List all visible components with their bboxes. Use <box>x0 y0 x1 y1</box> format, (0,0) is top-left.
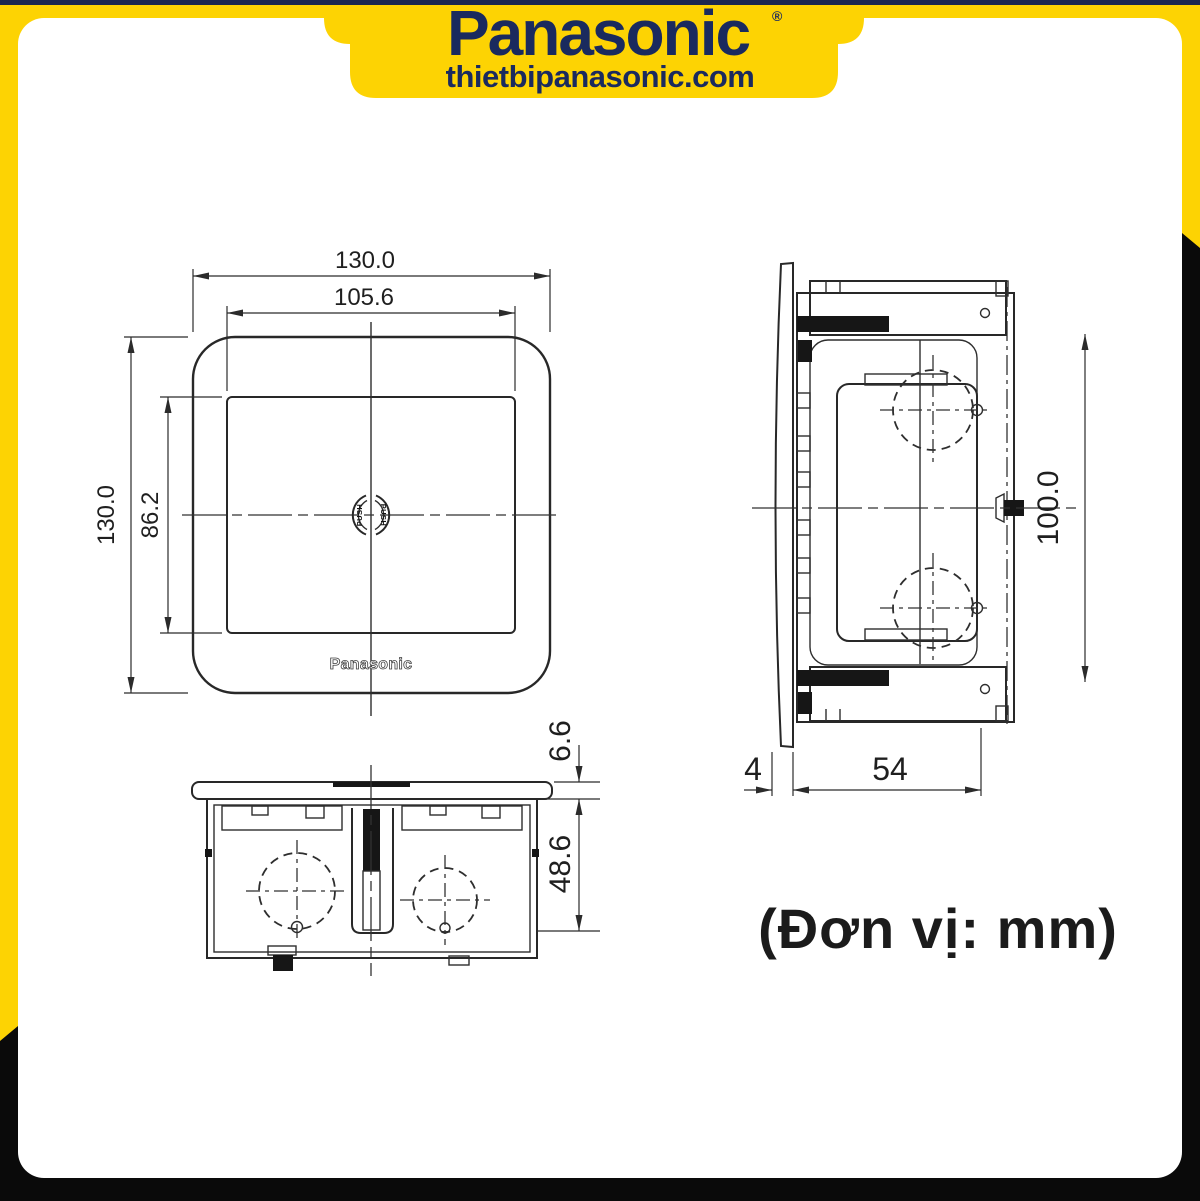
header-tab <box>324 18 864 98</box>
push-label-left: PUSH <box>355 504 364 526</box>
front-dimensions: 130.0 105.6 130.0 86.2 <box>93 247 551 694</box>
push-button: PUSH PUSH <box>351 494 391 536</box>
side-dimensions: 100.0 4 54 <box>744 334 1089 796</box>
brand-logo-text: Panasonic <box>447 0 750 69</box>
front-view: PUSH PUSH Panasonic 130.0 105.6 <box>93 247 560 716</box>
side-ribs <box>796 392 811 614</box>
unit-note: (Đơn vị: mm) <box>758 897 1118 960</box>
website-text: thietbipanasonic.com <box>446 59 755 94</box>
header-banner: Panasonic ® thietbipanasonic.com <box>446 0 783 94</box>
top-navy-strip <box>0 0 1200 5</box>
dim-bottom-depth: 48.6 <box>544 835 577 893</box>
bottom-dimensions: 6.6 48.6 <box>537 720 600 932</box>
plate-brand-text: Panasonic <box>330 656 413 673</box>
bottom-knockouts <box>246 840 490 945</box>
side-bolt <box>995 492 1024 524</box>
paper-area <box>18 18 1182 1178</box>
registered-mark: ® <box>772 8 783 24</box>
yellow-left-border <box>0 5 18 1041</box>
dim-side-depth: 54 <box>872 751 908 787</box>
dim-front-inner-width: 105.6 <box>334 284 394 311</box>
push-label-right: PUSH <box>379 504 388 526</box>
bottom-box-body <box>206 798 538 959</box>
bottom-view: 6.6 48.6 <box>191 720 600 976</box>
side-bottom-bracket <box>797 666 1009 722</box>
side-faceplate <box>774 261 794 749</box>
side-top-bracket <box>797 280 1009 362</box>
dim-bottom-plate-thickness: 6.6 <box>544 720 577 762</box>
side-knockouts <box>880 355 992 663</box>
side-view: 100.0 4 54 <box>744 261 1089 796</box>
dim-side-plate-thickness: 4 <box>744 751 762 787</box>
yellow-right-border <box>1182 5 1200 248</box>
yellow-top-border <box>0 5 1200 18</box>
dim-front-inner-height: 86.2 <box>137 492 164 539</box>
dim-front-outer-height: 130.0 <box>93 485 120 545</box>
dim-side-height: 100.0 <box>1032 470 1065 545</box>
dim-front-outer-width: 130.0 <box>335 247 395 274</box>
